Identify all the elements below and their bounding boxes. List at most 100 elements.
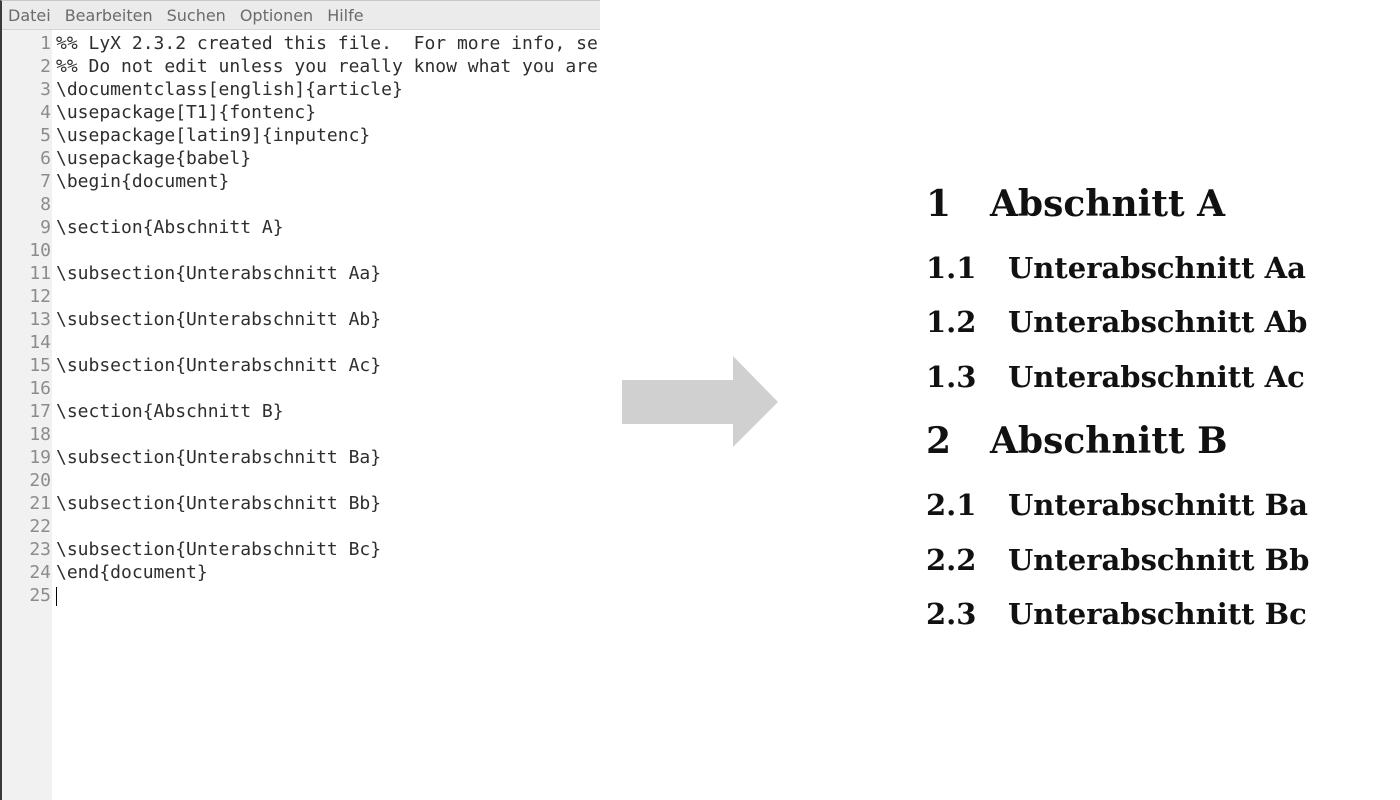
heading-title: Unterabschnitt Bc (1008, 597, 1307, 631)
code-line-text[interactable]: \usepackage[latin9]{inputenc} (56, 125, 371, 146)
code-line: 17\section{Abschnitt B} (2, 400, 600, 423)
line-number: 5 (40, 125, 51, 146)
code-line-text[interactable]: %% LyX 2.3.2 created this file. For more… (56, 33, 598, 54)
line-number: 8 (40, 194, 51, 215)
code-line: 23\subsection{Unterabschnitt Bc} (2, 538, 600, 561)
code-line: 2%% Do not edit unless you really know w… (2, 55, 600, 78)
code-line: 11\subsection{Unterabschnitt Aa} (2, 262, 600, 285)
menu-bearbeiten[interactable]: Bearbeiten (64, 5, 153, 25)
code-line: 8 (2, 193, 600, 216)
code-line: 16 (2, 377, 600, 400)
line-number: 4 (40, 102, 51, 123)
code-line: 4\usepackage[T1]{fontenc} (2, 101, 600, 124)
subsection-heading: 1.1 Unterabschnitt Aa (926, 251, 1306, 285)
heading-number: 2.1 (926, 488, 977, 522)
heading-number: 2.2 (926, 543, 977, 577)
section-heading: 1 Abschnitt A (926, 184, 1225, 224)
heading-number: 2.3 (926, 597, 977, 631)
text-editor-window: Datei Bearbeiten Suchen Optionen Hilfe 1… (0, 0, 600, 800)
heading-number: 2 (926, 420, 952, 462)
heading-title: Unterabschnitt Ac (1008, 360, 1305, 394)
section-heading: 2 Abschnitt B (926, 421, 1228, 461)
heading-number: 1.3 (926, 360, 977, 394)
code-line-text[interactable]: %% Do not edit unless you really know wh… (56, 56, 598, 77)
code-line: 9\section{Abschnitt A} (2, 216, 600, 239)
code-line-text[interactable]: \end{document} (56, 562, 208, 583)
code-line-text[interactable]: \subsection{Unterabschnitt Ac} (56, 355, 382, 376)
heading-title: Unterabschnitt Aa (1008, 251, 1306, 285)
heading-title: Unterabschnitt Ba (1008, 488, 1308, 522)
heading-title: Abschnitt B (990, 420, 1228, 462)
menu-datei[interactable]: Datei (8, 5, 51, 25)
menu-optionen[interactable]: Optionen (239, 5, 314, 25)
code-line: 21\subsection{Unterabschnitt Bb} (2, 492, 600, 515)
code-line: 13\subsection{Unterabschnitt Ab} (2, 308, 600, 331)
line-number: 15 (29, 355, 51, 376)
code-line-text[interactable]: \section{Abschnitt B} (56, 401, 284, 422)
code-line: 18 (2, 423, 600, 446)
heading-number: 1 (926, 183, 952, 225)
code-line: 1%% LyX 2.3.2 created this file. For mor… (2, 32, 600, 55)
line-number: 20 (29, 470, 51, 491)
line-number: 1 (40, 33, 51, 54)
line-number: 11 (29, 263, 51, 284)
code-line: 3\documentclass[english]{article} (2, 78, 600, 101)
text-cursor (56, 587, 57, 606)
subsection-heading: 2.3 Unterabschnitt Bc (926, 597, 1307, 631)
code-line: 12 (2, 285, 600, 308)
subsection-heading: 1.2 Unterabschnitt Ab (926, 305, 1307, 339)
menu-suchen[interactable]: Suchen (166, 5, 226, 25)
menu-bar: Datei Bearbeiten Suchen Optionen Hilfe (2, 1, 600, 30)
line-number: 12 (29, 286, 51, 307)
editor-text-area[interactable]: 1%% LyX 2.3.2 created this file. For mor… (2, 30, 600, 800)
heading-number: 1.2 (926, 305, 977, 339)
code-line: 22 (2, 515, 600, 538)
code-line-text[interactable]: \documentclass[english]{article} (56, 79, 403, 100)
heading-number: 1.1 (926, 251, 977, 285)
code-line-text[interactable]: \subsection{Unterabschnitt Bc} (56, 539, 382, 560)
code-line: 25 (2, 584, 600, 607)
line-number: 24 (29, 562, 51, 583)
subsection-heading: 1.3 Unterabschnitt Ac (926, 360, 1305, 394)
menu-hilfe[interactable]: Hilfe (327, 5, 364, 25)
code-line: 7\begin{document} (2, 170, 600, 193)
line-number: 7 (40, 171, 51, 192)
code-line: 19\subsection{Unterabschnitt Ba} (2, 446, 600, 469)
code-line: 10 (2, 239, 600, 262)
subsection-heading: 2.2 Unterabschnitt Bb (926, 543, 1309, 577)
line-number: 3 (40, 79, 51, 100)
code-line-text[interactable]: \subsection{Unterabschnitt Bb} (56, 493, 382, 514)
line-number: 19 (29, 447, 51, 468)
code-line: 15\subsection{Unterabschnitt Ac} (2, 354, 600, 377)
code-line-text[interactable]: \subsection{Unterabschnitt Ab} (56, 309, 382, 330)
code-line-text[interactable]: \usepackage[T1]{fontenc} (56, 102, 317, 123)
line-number: 25 (29, 585, 51, 606)
line-number-gutter (2, 30, 52, 800)
line-number: 9 (40, 217, 51, 238)
code-line-text[interactable]: \usepackage{babel} (56, 148, 252, 169)
code-line: 14 (2, 331, 600, 354)
line-number: 22 (29, 516, 51, 537)
code-line: 20 (2, 469, 600, 492)
arrow-right-icon (622, 356, 778, 447)
line-number: 23 (29, 539, 51, 560)
line-number: 6 (40, 148, 51, 169)
line-number: 16 (29, 378, 51, 399)
code-line-text[interactable]: \section{Abschnitt A} (56, 217, 284, 238)
code-line-text[interactable]: \begin{document} (56, 171, 230, 192)
heading-title: Abschnitt A (990, 183, 1226, 225)
code-line: 5\usepackage[latin9]{inputenc} (2, 124, 600, 147)
line-number: 10 (29, 240, 51, 261)
heading-title: Unterabschnitt Ab (1008, 305, 1308, 339)
subsection-heading: 2.1 Unterabschnitt Ba (926, 488, 1308, 522)
line-number: 14 (29, 332, 51, 353)
line-number: 2 (40, 56, 51, 77)
code-line-text[interactable]: \subsection{Unterabschnitt Aa} (56, 263, 382, 284)
heading-title: Unterabschnitt Bb (1008, 543, 1310, 577)
code-line: 24\end{document} (2, 561, 600, 584)
code-line-text[interactable]: \subsection{Unterabschnitt Ba} (56, 447, 382, 468)
line-number: 21 (29, 493, 51, 514)
code-line: 6\usepackage{babel} (2, 147, 600, 170)
line-number: 13 (29, 309, 51, 330)
